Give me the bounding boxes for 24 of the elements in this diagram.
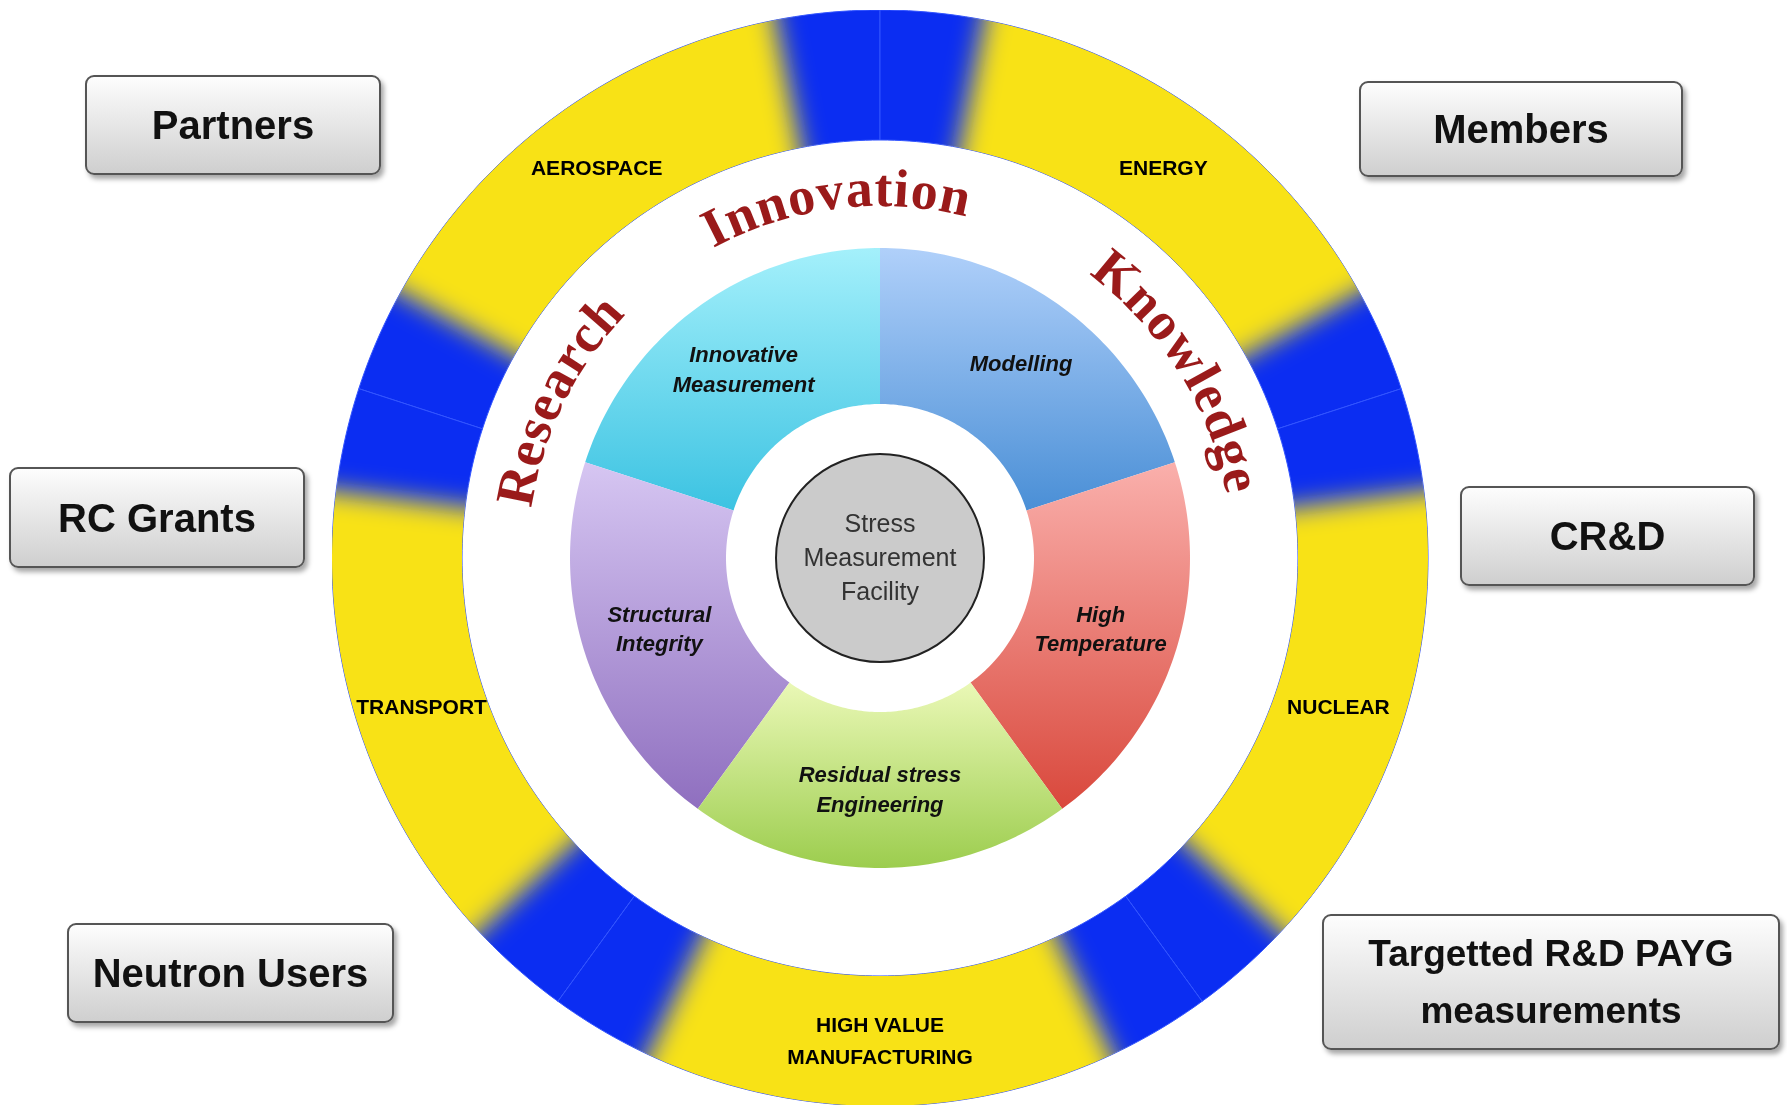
card-label: Members	[1433, 106, 1609, 153]
card-label: Targetted R&D PAYG measurements	[1367, 931, 1735, 1033]
card-label: CR&D	[1549, 513, 1666, 560]
label-card	[1322, 914, 1780, 1050]
sector-label: Residual stress Engineering	[797, 761, 963, 819]
sector-label: High Temperature	[1033, 601, 1168, 659]
sector-label: ENERGY	[1117, 155, 1209, 182]
sector-label: TRANSPORT	[355, 694, 488, 721]
label-card	[67, 923, 394, 1023]
sector-label: Innovative Measurement	[671, 341, 817, 400]
card-label: Partners	[151, 102, 315, 149]
sector-label: NUCLEAR	[1286, 694, 1391, 721]
sector-label: Structural Integrity	[606, 601, 713, 659]
sector-label: AEROSPACE	[529, 155, 664, 182]
label-card	[1359, 81, 1683, 177]
sector-label: Modelling	[968, 350, 1074, 378]
arc-heading: Innovation	[691, 157, 978, 259]
label-card	[9, 467, 305, 568]
sector-label: HIGH VALUE MANUFACTURING	[786, 1011, 974, 1069]
label-card	[1460, 486, 1755, 586]
label-card	[85, 75, 381, 175]
card-label: Neutron Users	[92, 950, 369, 997]
card-label: RC Grants	[58, 494, 256, 542]
center-label: Stress Measurement Facility	[802, 508, 958, 607]
